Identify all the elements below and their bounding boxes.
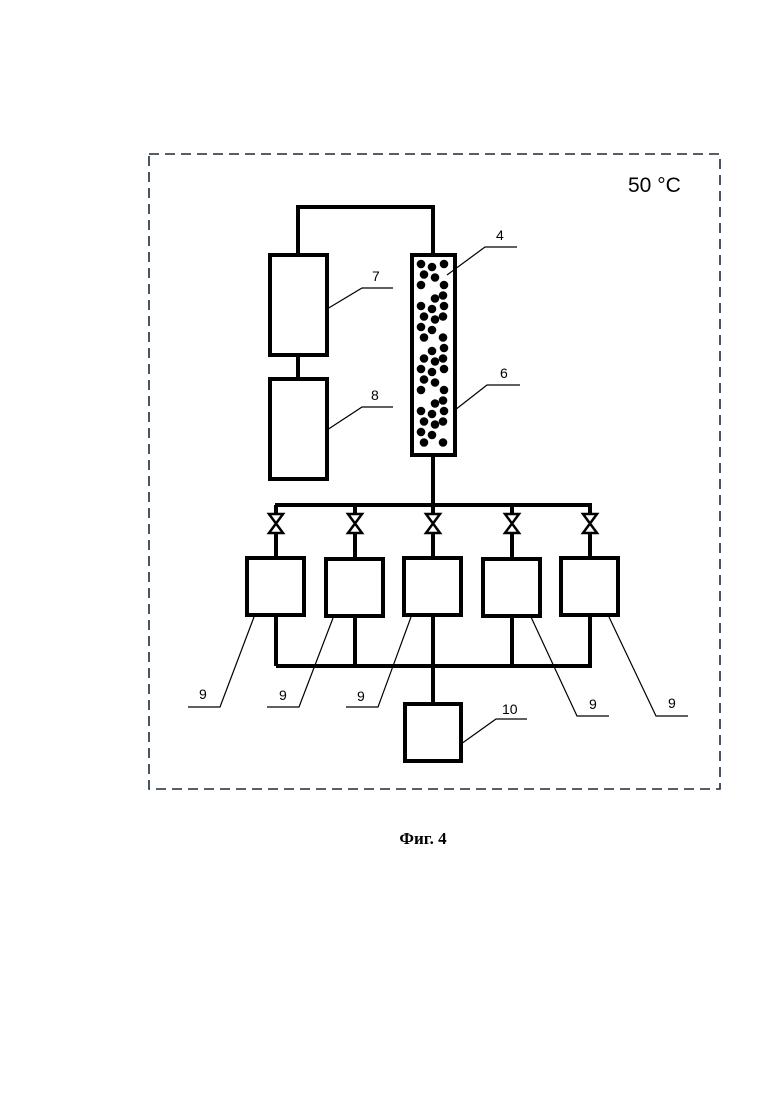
packing-particle — [439, 333, 448, 342]
packing-particle — [440, 302, 449, 311]
label-9-b: 9 — [279, 687, 287, 703]
leader-6 — [455, 385, 520, 410]
label-7: 7 — [372, 268, 380, 284]
packing-particle — [439, 312, 448, 321]
receiver-block-9-1 — [247, 558, 304, 615]
block-7 — [270, 255, 327, 355]
packing-particle — [428, 347, 437, 356]
leader-8 — [327, 407, 393, 430]
packing-particle — [439, 396, 448, 405]
packing-particle — [440, 365, 449, 374]
packing-particle — [428, 305, 437, 314]
label-6: 6 — [500, 365, 508, 381]
packing-particle — [439, 291, 448, 300]
label-10: 10 — [502, 701, 518, 717]
packing-particle — [428, 368, 437, 377]
block-8 — [270, 379, 327, 479]
packing-particle — [417, 281, 426, 290]
packing-particle — [417, 407, 426, 416]
leader-9-a — [188, 617, 254, 707]
packing-particle — [431, 378, 440, 387]
packing-particle — [417, 386, 426, 395]
valve-icon — [505, 514, 519, 533]
packing-particle — [431, 315, 440, 324]
label-9-e: 9 — [668, 695, 676, 711]
packing-particle — [420, 333, 429, 342]
leader-7 — [327, 288, 393, 309]
packing-particle — [420, 438, 429, 447]
packing-particle — [417, 260, 426, 269]
packing-particle — [440, 386, 449, 395]
packing-particle — [420, 417, 429, 426]
label-8: 8 — [371, 387, 379, 403]
packing-particle — [428, 410, 437, 419]
top-pipe — [298, 207, 433, 255]
packing-particle — [417, 428, 426, 437]
packing-particle — [428, 326, 437, 335]
packing-particle — [440, 344, 449, 353]
packing-particle — [417, 365, 426, 374]
packing-particle — [417, 302, 426, 311]
packing-particle — [431, 357, 440, 366]
receiver-block-9-4 — [483, 559, 540, 616]
figure-caption: Фиг. 4 — [0, 829, 780, 849]
packing-particle — [431, 273, 440, 282]
packing-particle — [420, 270, 429, 279]
packing-particle — [431, 420, 440, 429]
label-9-c: 9 — [357, 688, 365, 704]
label-4: 4 — [496, 227, 504, 243]
packing-particle — [428, 263, 437, 272]
label-9-d: 9 — [589, 696, 597, 712]
leader-10 — [461, 719, 527, 744]
packing-particle — [439, 417, 448, 426]
packing-particle — [420, 312, 429, 321]
packing-particle — [439, 438, 448, 447]
valve-icon — [348, 514, 362, 533]
valve-icon — [583, 514, 597, 533]
valve-icon — [426, 514, 440, 533]
temperature-label: 50 °C — [628, 174, 681, 198]
packing-particle — [417, 323, 426, 332]
packing-particle — [428, 431, 437, 440]
label-9-a: 9 — [199, 686, 207, 702]
packing-particle — [440, 281, 449, 290]
receiver-block-9-2 — [326, 559, 383, 616]
packing-particle — [420, 354, 429, 363]
receiver-block-9-3 — [404, 558, 461, 615]
valve-icon — [269, 514, 283, 533]
packing-particle — [420, 375, 429, 384]
leader-4 — [447, 247, 517, 275]
receiver-block-9-5 — [561, 558, 618, 615]
branch-lines — [247, 505, 618, 616]
packing-particle — [431, 399, 440, 408]
packing-particle — [431, 294, 440, 303]
packing-particle — [440, 407, 449, 416]
packing-particle — [440, 260, 449, 269]
packing-particle — [439, 354, 448, 363]
block-10 — [405, 704, 461, 761]
leader-9-e — [609, 617, 688, 716]
